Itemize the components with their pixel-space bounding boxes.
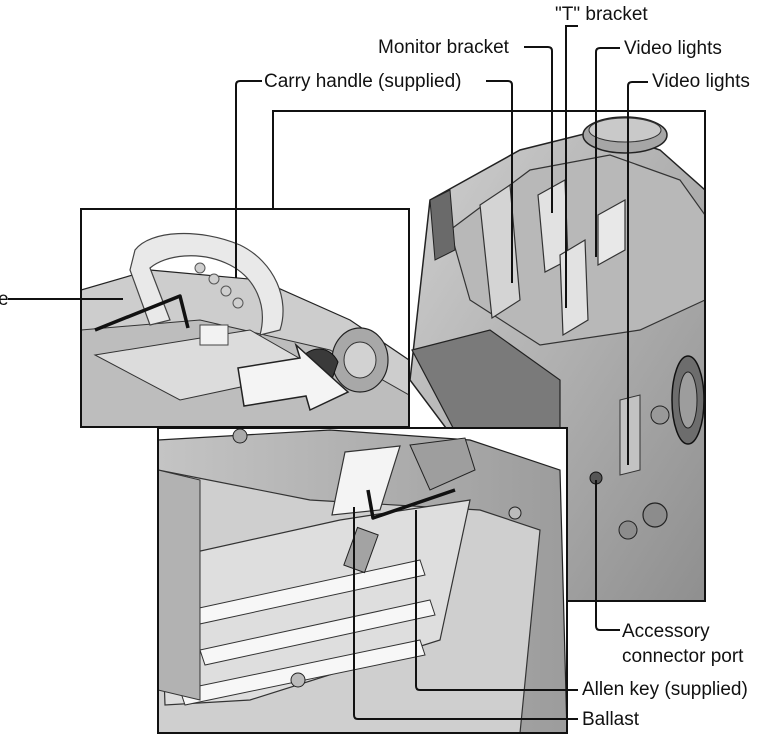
ballast-label: Ballast — [582, 709, 640, 730]
allen-key-label: Allen key (supplied) — [582, 679, 748, 700]
callout-lines — [8, 25, 648, 720]
camera-top-panel — [272, 110, 706, 602]
allen-key-inset — [94, 294, 190, 332]
t-bracket-leader — [565, 25, 578, 308]
truncated-left-label: e — [0, 289, 9, 310]
t-bracket-label: "T" bracket — [555, 4, 648, 25]
monitor-bracket-label: Monitor bracket — [378, 37, 509, 58]
insert-direction-arrow — [237, 342, 350, 412]
carry-handle-label: Carry handle (supplied) — [264, 71, 462, 92]
accessory-port-label-line2: connector port — [622, 646, 744, 667]
carry-handle-inset-panel — [80, 208, 410, 428]
accessory-port-label-line1: Accessory — [622, 621, 710, 642]
allen-key-bottom — [366, 488, 456, 520]
video-lights-label-1: Video lights — [624, 38, 722, 59]
camera-bottom-panel — [157, 427, 568, 734]
video-lights-label-2: Video lights — [652, 71, 750, 92]
